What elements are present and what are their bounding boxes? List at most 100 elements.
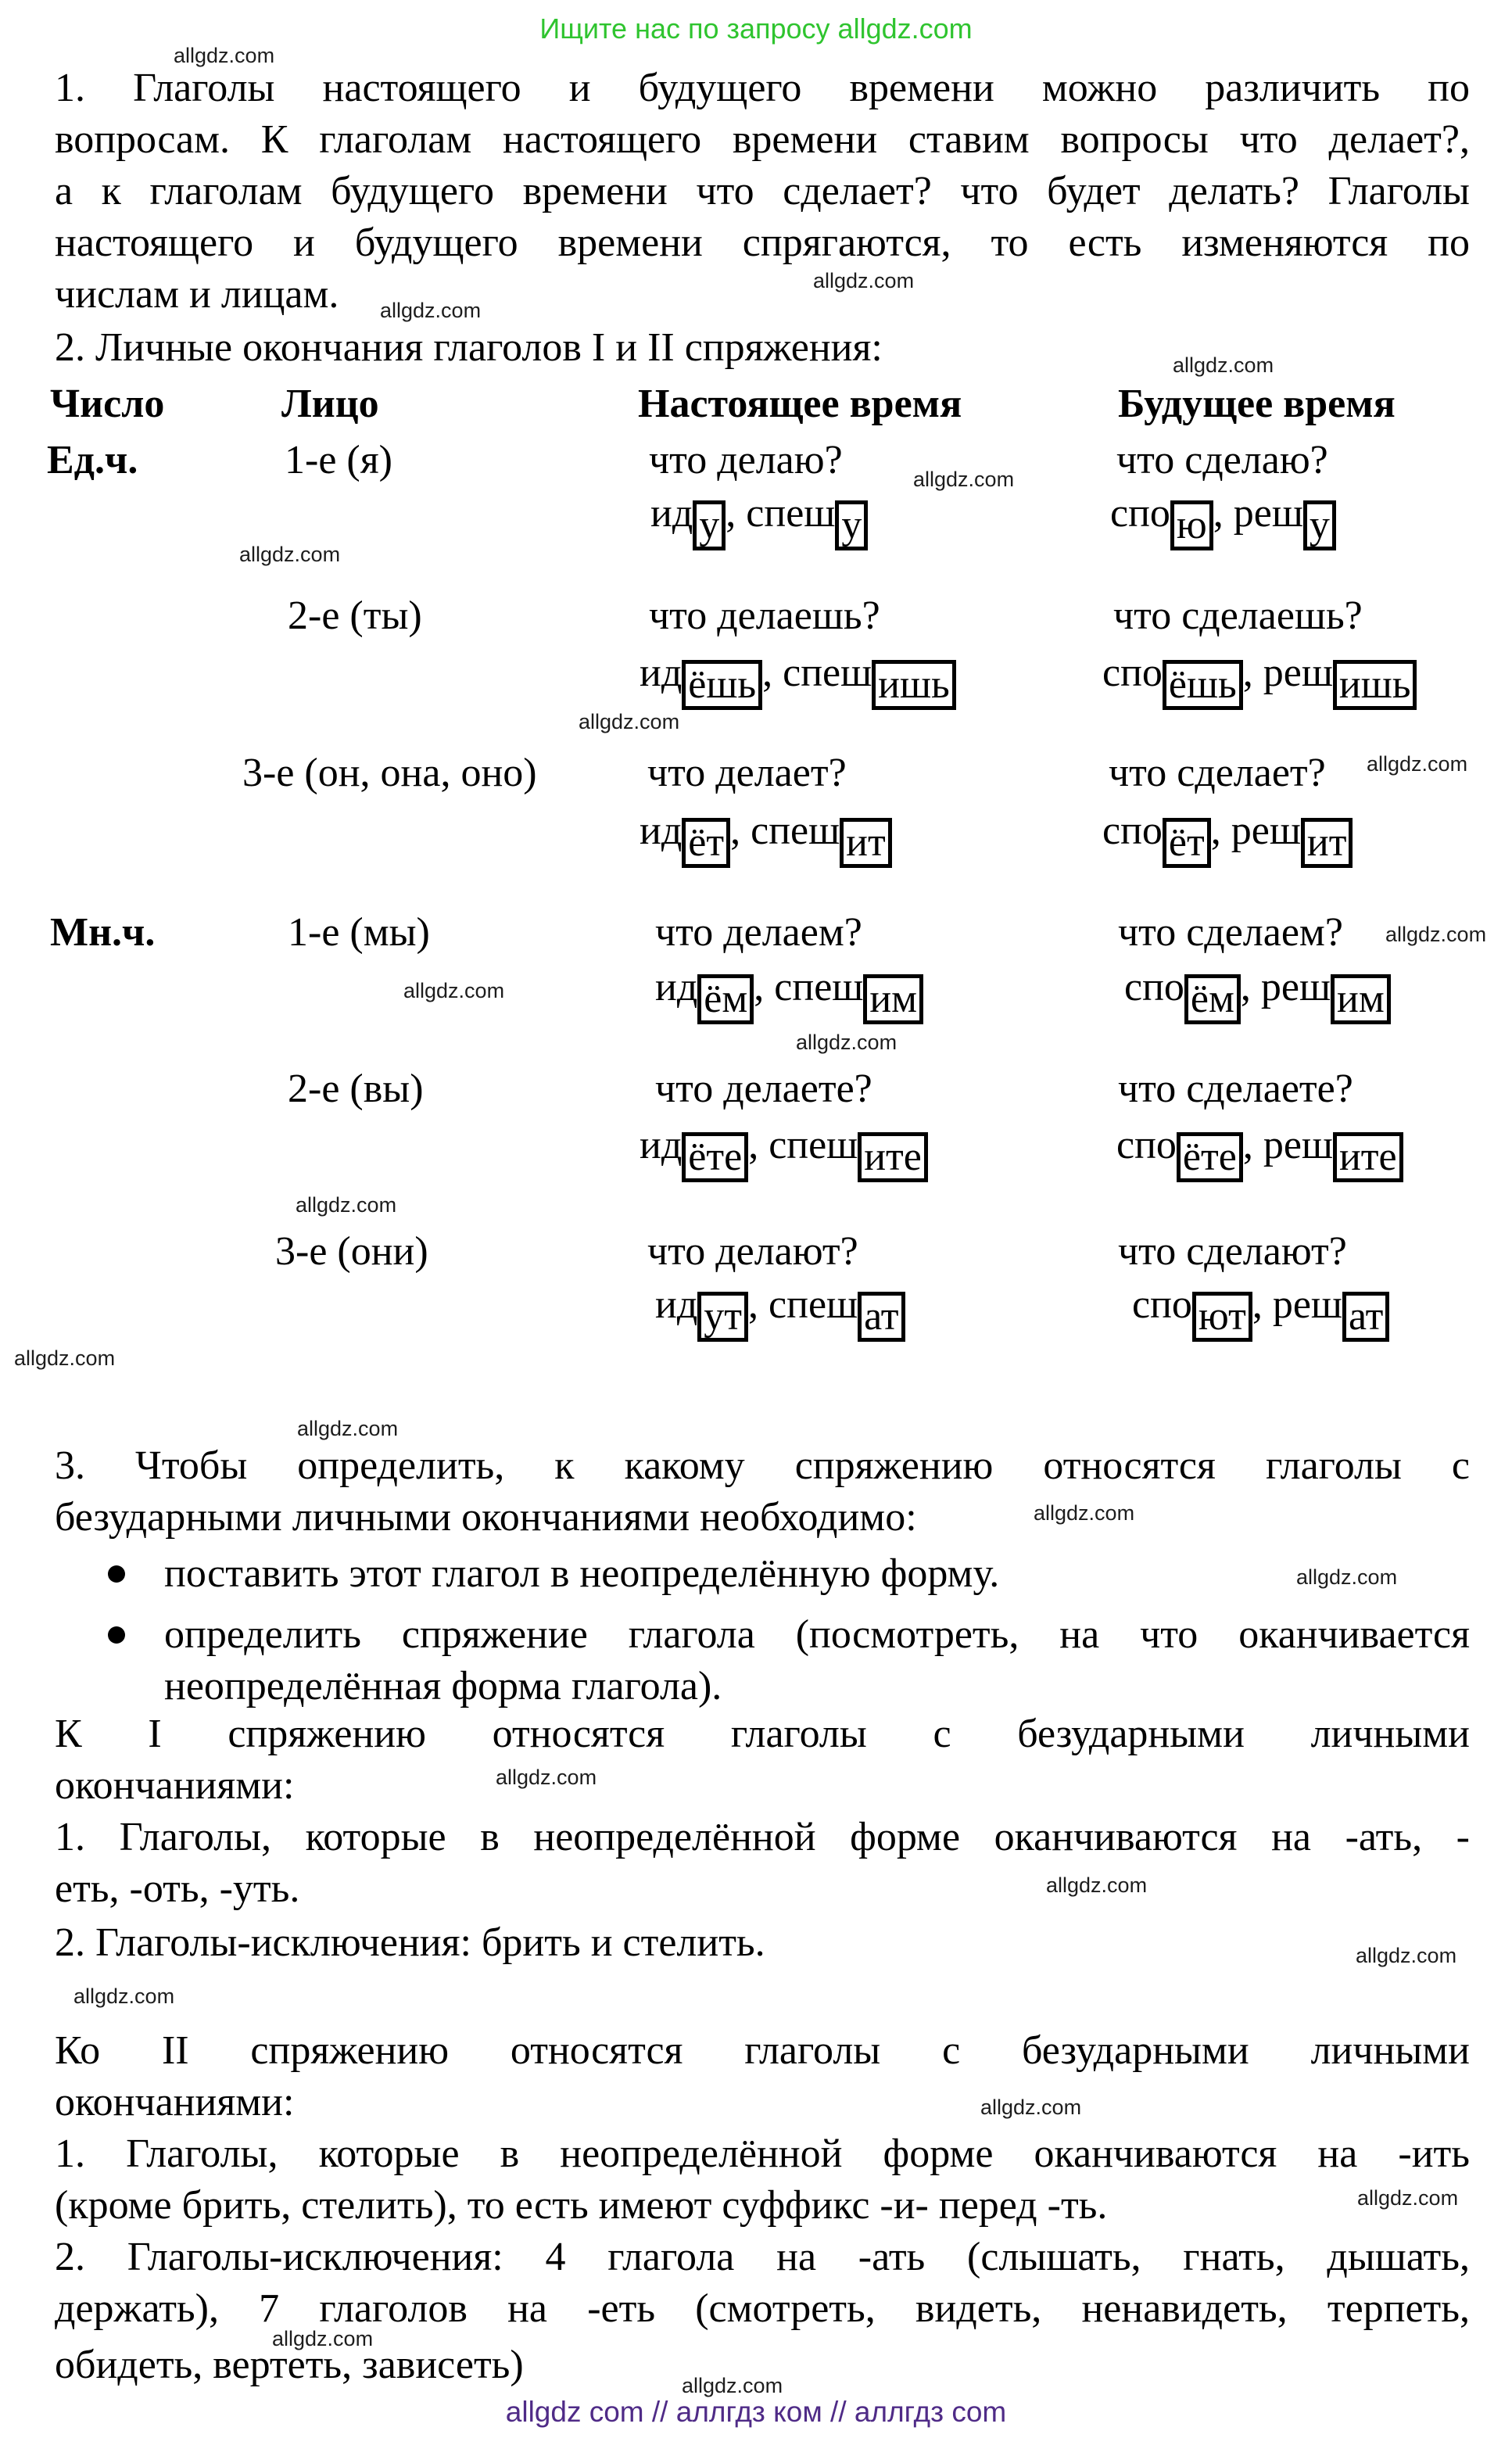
table-cell-person: 3-е (он, она, оно) [242,751,537,795]
section-heading-line: 3. Чтобы определить, к какому спряжению … [55,1443,1470,1488]
conjugation2-item-line: держать), 7 глаголов на -еть (смотреть, … [55,2286,1470,2331]
verb-ending-box: ёт [682,818,731,868]
paragraph-line: а к глаголам будущего времени что сделае… [55,169,1470,213]
verb-stem: спеш [769,1123,858,1167]
verb-separator: , [762,651,783,695]
watermark: allgdz.com [73,1984,175,2008]
watermark: allgdz.com [1173,353,1274,377]
verb-ending-box: ю [1170,500,1213,550]
watermark: allgdz.com [296,1193,397,1217]
watermark: allgdz.com [1296,1565,1398,1589]
watermark: allgdz.com [174,44,275,67]
verb-stem: реш [1233,491,1303,536]
table-cell-present-question: что делаем? [655,910,862,955]
verb-stem: ид [640,1123,683,1167]
bullet-line: поставить этот глагол в неопределённую ф… [164,1551,1000,1596]
verb-stem: ид [650,491,693,536]
verb-stem: реш [1231,808,1301,853]
watermark: allgdz.com [272,2327,374,2350]
verb-ending-box: ём [1184,974,1241,1024]
watermark: allgdz.com [980,2096,1082,2119]
verb-separator: , [754,965,775,1009]
table-header-row: Число Лицо Настоящее время Будущее время [0,378,1512,433]
table-row: 3-е (они) что делают? что сделают? [0,1226,1512,1281]
verb-ending-box: ите [858,1132,928,1182]
watermark: allgdz.com [1357,2186,1459,2210]
watermark: allgdz.com [496,1766,597,1789]
table-header-present: Настоящее время [638,382,962,426]
bullet-icon [108,1626,125,1644]
verb-separator: , [1210,808,1231,853]
verb-stem: спо [1102,651,1163,695]
verb-separator: , [1213,491,1234,536]
conjugation2-item-line: (кроме брить, стелить), то есть имеют су… [55,2183,1108,2228]
table-cell-future-question: что сделаем? [1118,910,1343,955]
paragraph-line: настоящего и будущего времени спрягаются… [55,220,1470,265]
table-cell-future-question: что сделаешь? [1113,593,1363,638]
conjugation1-line: окончаниями: [55,1763,295,1808]
verb-stem: спеш [746,491,836,536]
verb-ending-box: у [693,500,726,550]
watermark: allgdz.com [14,1346,116,1370]
verb-stem: ид [640,808,683,853]
verb-separator: , [1242,1123,1263,1167]
verb-separator: , [726,491,747,536]
watermark: allgdz.com [297,1417,399,1440]
conjugation2-item-line: обидеть, вертеть, зависеть) [55,2343,524,2387]
verb-stem: реш [1263,1123,1333,1167]
verb-stem: спо [1110,491,1170,536]
table-cell-number: Ед.ч. [47,438,138,482]
verb-stem: реш [1260,965,1331,1009]
section-heading-line: безударными личными окончаниями необходи… [55,1495,917,1540]
table-cell-present-question: что делаю? [649,438,843,482]
verb-ending-box: у [835,500,869,550]
table-cell-person: 2-е (ты) [288,593,422,638]
conjugation2-item-line: 2. Глаголы-исключения: 4 глагола на -ать… [55,2235,1470,2279]
conjugation2-item-line: 1. Глаголы, которые в неопределённой фор… [55,2131,1470,2176]
table-cell-person: 3-е (они) [275,1229,428,1274]
verb-ending-box: ишь [1332,660,1417,710]
verb-ending-box: у [1302,500,1336,550]
verb-stem: реш [1263,651,1333,695]
conjugation1-line: К I спряжению относятся глаголы с безуда… [55,1712,1470,1756]
verb-stem: спеш [769,1282,858,1327]
table-header-number: Число [50,382,165,426]
table-row: 3-е (он, она, оно) что делает? что сдела… [0,748,1512,802]
verb-separator: , [748,1282,769,1327]
table-cell-present-question: что делаешь? [649,593,880,638]
table-cell-future-question: что сделаете? [1118,1067,1353,1111]
conjugation1-item-line: 2. Глаголы-исключения: брить и стелить. [55,1920,765,1965]
verb-ending-box: ёте [1176,1132,1243,1182]
paragraph-line: 1. Глаголы настоящего и будущего времени… [55,66,1470,110]
verb-separator: , [730,808,751,853]
verb-separator: , [1242,651,1263,695]
verb-separator: , [1252,1282,1273,1327]
paragraph-line: числам и лицам. [55,272,339,317]
watermark: allgdz.com [579,710,680,733]
verb-ending-box: ёшь [1162,660,1243,710]
watermark: allgdz.com [1385,923,1487,946]
watermark: allgdz.com [1046,1873,1148,1897]
table-cell-future-question: что сделаю? [1116,438,1328,482]
verb-ending-box: ат [1342,1292,1390,1342]
verb-separator: , [1240,965,1261,1009]
conjugation2-line: Ко II спряжению относятся глаголы с безу… [55,2028,1470,2073]
verb-stem: спо [1116,1123,1177,1167]
table-header-future: Будущее время [1118,382,1396,426]
table-cell-present-question: что делает? [647,751,847,795]
table-header-person: Лицо [281,382,379,426]
verb-stem: спеш [783,651,872,695]
verb-stem: реш [1272,1282,1342,1327]
